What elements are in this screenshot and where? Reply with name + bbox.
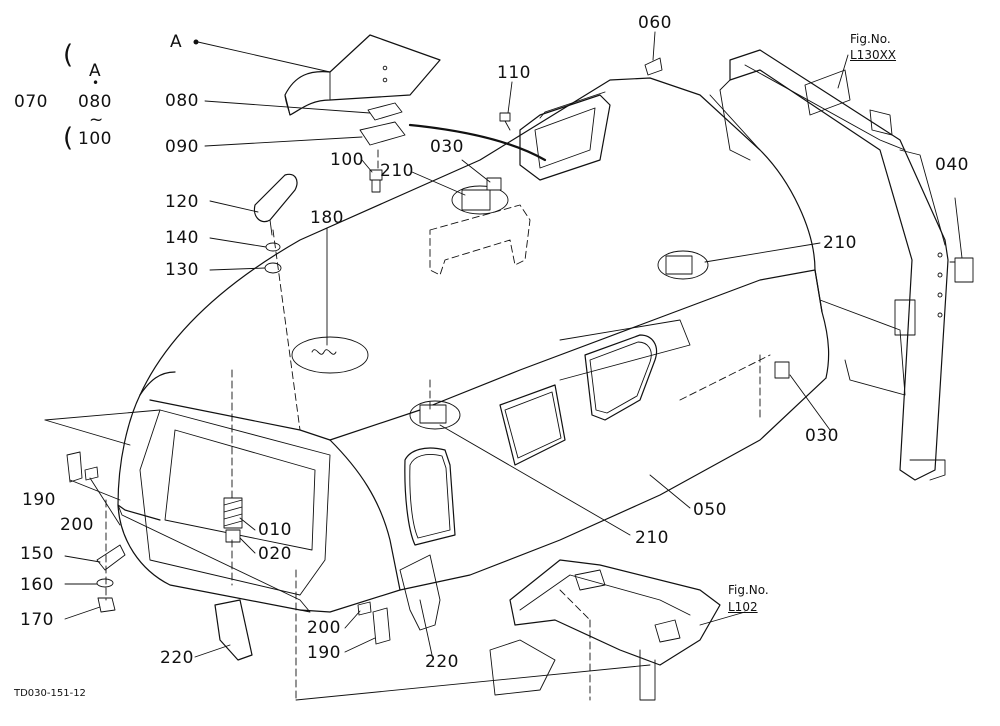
label-090: 090 [165,137,199,157]
label-130: 130 [165,260,199,280]
part-210-block-c [409,400,461,430]
label-110: 110 [497,63,531,83]
label-190-bottom: 190 [307,643,341,663]
part-160-washer [96,578,114,588]
latch-bracket [429,204,531,276]
label-150: 150 [20,544,54,564]
label-180: 180 [310,208,344,228]
side-windows [404,319,691,546]
part-130-nut [264,262,282,274]
fig-ref-base-title: Fig.No. [728,583,769,597]
part-060-clip [644,57,663,76]
label-group-top: A [89,61,102,81]
label-040: 040 [935,155,969,175]
part-220-cover-a [214,599,253,661]
label-200-left: 200 [60,515,94,535]
group-bracket-open: ( [63,40,74,70]
part-220-cover-b [399,554,441,631]
part-200-bolt-a [84,466,99,481]
assembly-lines [105,123,771,701]
part-090-plate [359,121,406,146]
part-120-knob [253,173,298,236]
part-110-bolt [499,112,511,131]
part-030-latch-b [774,361,790,379]
label-group-parent: 070 [14,92,48,112]
label-190-left: 190 [22,490,56,510]
part-210-block-a [451,185,509,215]
bonnet-body [117,77,830,613]
part-010-spring [223,497,243,529]
label-220-bottom: 220 [425,652,459,672]
part-210-block-b [657,250,709,280]
label-170: 170 [20,610,54,630]
drawing-code: TD030-151-12 [14,688,86,699]
part-150-bracket [96,544,126,571]
part-a-cover [284,34,441,116]
label-210-bottom: 210 [635,528,669,548]
label-080: 080 [165,91,199,111]
label-020: 020 [258,544,292,564]
label-group-dot: • [92,76,100,90]
intake-duct [519,91,611,181]
label-group-bottom: 100 [78,129,112,149]
label-010: 010 [258,520,292,540]
label-220-left: 220 [160,648,194,668]
base-bracket [489,559,721,701]
label-060: 060 [638,13,672,33]
label-210-top: 210 [380,161,414,181]
label-210-right: 210 [823,233,857,253]
label-100: 100 [330,150,364,170]
label-030-top: 030 [430,137,464,157]
part-190-bracket-b [372,607,391,645]
fig-ref-frame-code: L130XX [850,48,897,62]
part-080-hinge [367,102,403,121]
fig-ref-frame-title: Fig.No. [850,32,891,46]
label-group-mid: 080 [78,92,112,112]
group-bracket-close: ( [63,123,74,153]
fig-ref-base-code: L102 [728,600,758,614]
label-140: 140 [165,228,199,248]
part-100-bolt [369,169,383,193]
part-140-washer [265,242,281,252]
label-050: 050 [693,500,727,520]
part-190-bracket-a [66,451,83,483]
label-030-right: 030 [805,426,839,446]
part-170-nut [97,597,116,613]
label-group-tilde: ~ [89,110,104,130]
part-200-bolt-b [357,601,372,616]
label-120: 120 [165,192,199,212]
label-160: 160 [20,575,54,595]
leader-lines [44,31,963,701]
rear-frame [719,49,974,481]
part-020-nut [225,529,241,543]
part-180-spring-seat [291,336,369,374]
part-180-spring [311,349,337,355]
label-200-bottom: 200 [307,618,341,638]
label-marker-a: A [170,32,183,52]
part-030-latch-a [486,177,502,191]
